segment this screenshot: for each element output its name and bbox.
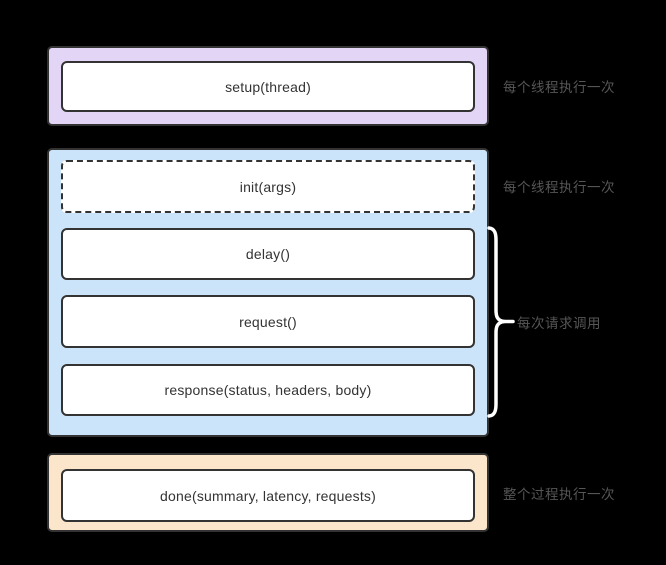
done-box: done(summary, latency, requests)	[61, 469, 475, 522]
delay-box-label: delay()	[245, 246, 291, 262]
response-box: response(status, headers, body)	[61, 364, 475, 416]
done-box-label: done(summary, latency, requests)	[160, 487, 376, 504]
setup-box: setup(thread)	[61, 61, 475, 112]
init-box: init(args)	[61, 160, 475, 213]
annotation-per-request: 每次请求调用	[517, 316, 601, 331]
response-box-label: response(status, headers, body)	[164, 382, 372, 398]
request-box-label: request()	[239, 313, 297, 330]
annotation-init: 每个线程执行一次	[503, 180, 615, 195]
setup-box-label: setup(thread)	[225, 78, 311, 95]
request-box: request()	[61, 295, 475, 348]
init-box-label: init(args)	[239, 178, 297, 195]
curly-brace-icon	[487, 226, 515, 418]
delay-box: delay()	[61, 228, 475, 280]
annotation-done: 整个过程执行一次	[503, 487, 615, 502]
annotation-setup: 每个线程执行一次	[503, 80, 615, 95]
